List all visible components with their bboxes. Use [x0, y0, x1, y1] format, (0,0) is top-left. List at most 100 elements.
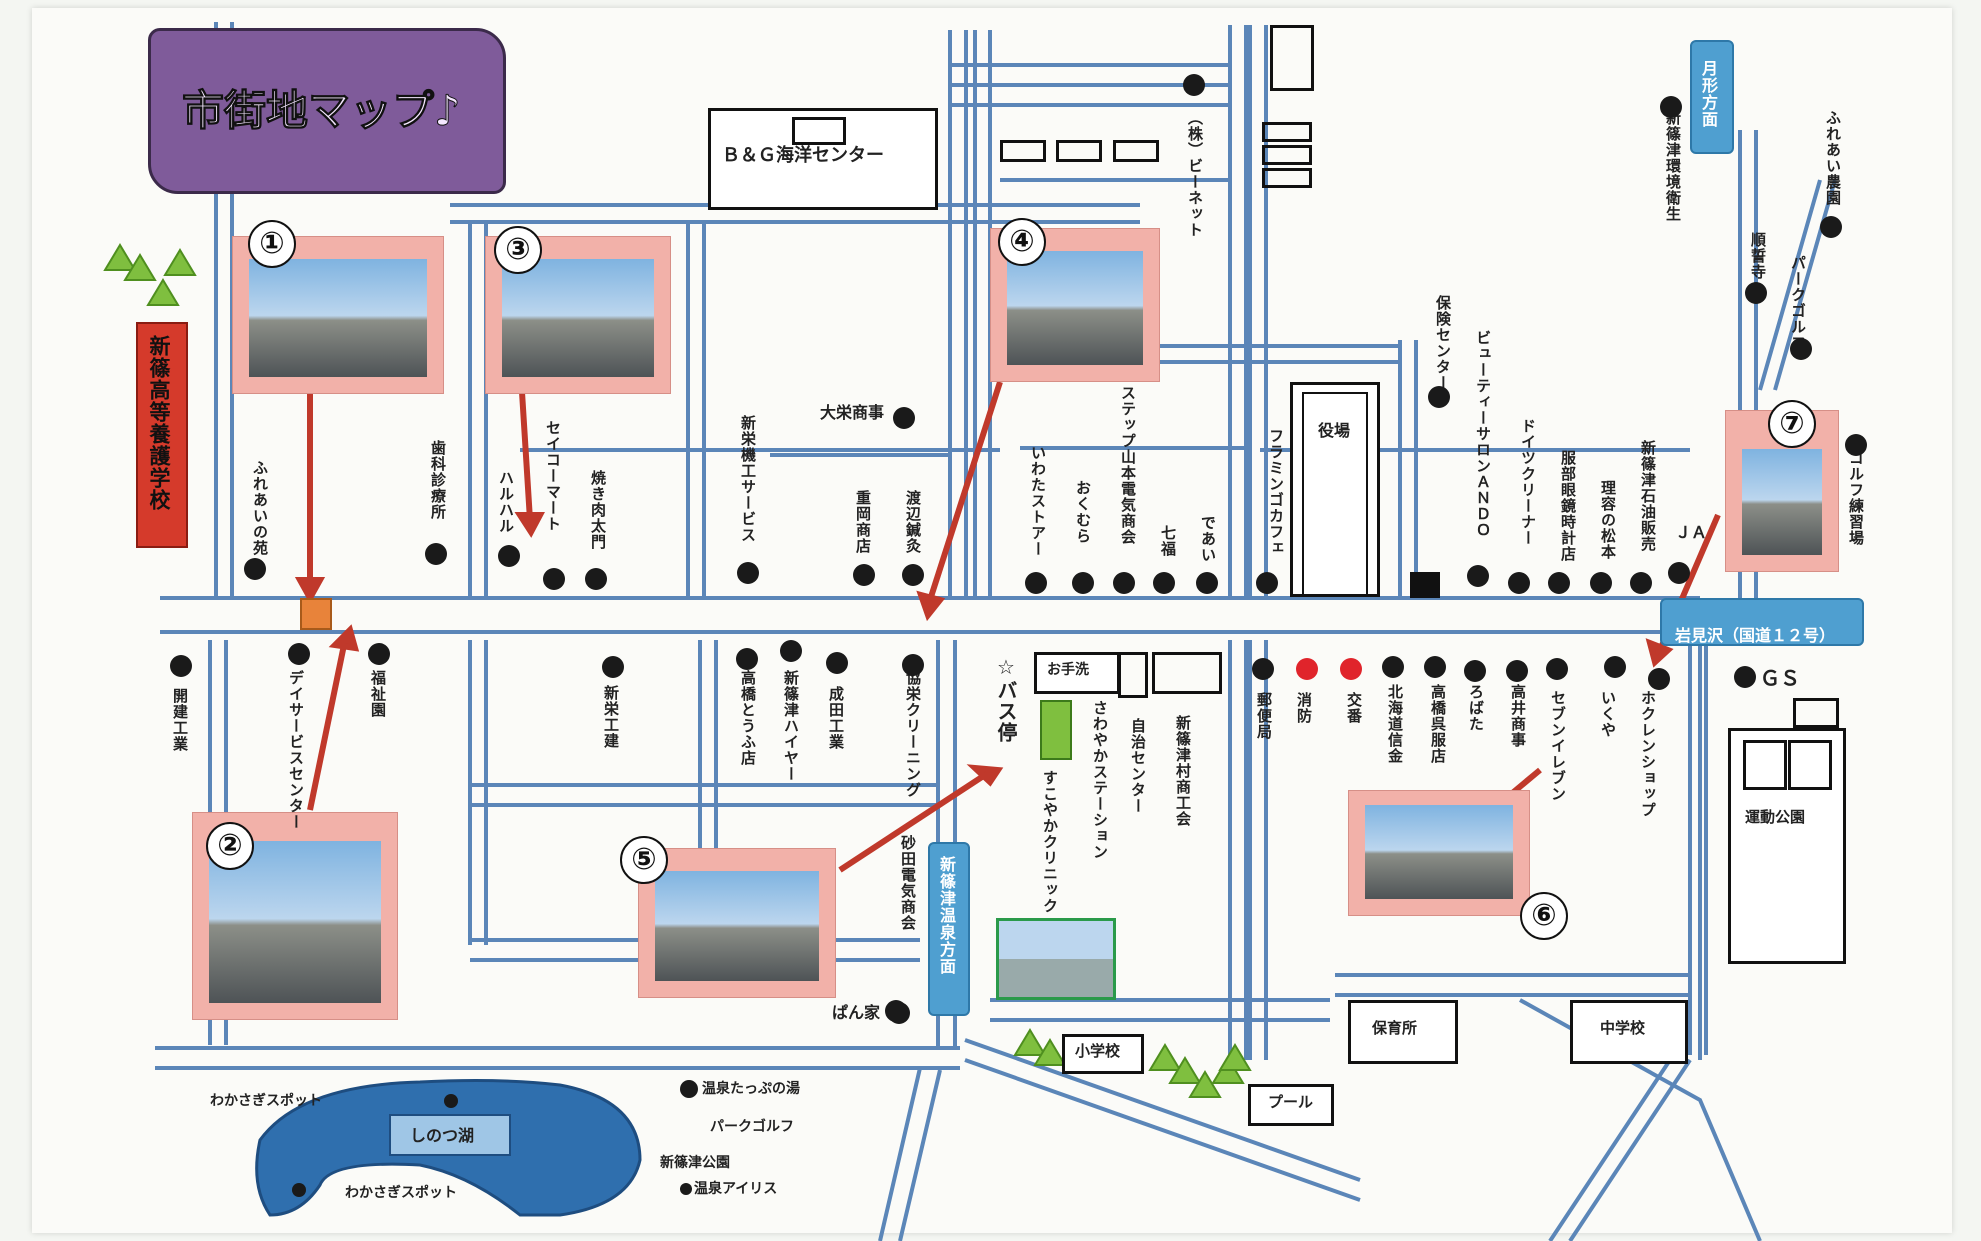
dot-bnet — [1183, 74, 1205, 96]
bus-stop-label: ☆バス停 — [994, 655, 1018, 743]
high-school-label: 新篠高等養護学校 — [147, 335, 171, 511]
pool-label: プール — [1268, 1093, 1314, 1111]
place-dot-north — [1790, 338, 1812, 360]
nursery-label: 保育所 — [1372, 1019, 1418, 1037]
place-label-south: 高橋呉服店 — [1429, 684, 1447, 764]
place-dot-south — [288, 643, 310, 665]
place-label-north: ゴルフ練習場 — [1847, 450, 1865, 546]
place-label-north: 重岡商店 — [854, 490, 872, 554]
park-label: 新篠津公園 — [660, 1155, 730, 1171]
place-dot-south — [1648, 668, 1670, 690]
park-courts2 — [1788, 740, 1832, 790]
photo-4-number: ④ — [998, 218, 1046, 266]
bg-center — [708, 108, 938, 210]
photo-7 — [1725, 410, 1839, 572]
place-dot-south — [1382, 656, 1404, 678]
place-label-north: ステップ山本電気商会 — [1119, 385, 1137, 545]
iris-label: 温泉アイリス — [694, 1181, 778, 1197]
dot-wakasagi-2 — [292, 1183, 306, 1197]
dot-gs — [1734, 666, 1756, 688]
place-dot-south — [1546, 658, 1568, 680]
place-label-north: パークゴルフ — [1789, 255, 1807, 351]
place-dot-north — [1820, 216, 1842, 238]
place-dot-south — [780, 640, 802, 662]
elementary-label: 小学校 — [1075, 1042, 1121, 1060]
place-dot-north — [244, 558, 266, 580]
place-label-south: デイサービスセンター — [287, 670, 305, 830]
place-label-south: 北海道信金 — [1386, 684, 1404, 764]
place-label-south: 砂田電気商会 — [899, 835, 917, 931]
place-dot-north — [1548, 572, 1570, 594]
place-dot-south — [602, 656, 624, 678]
place-label-south: 高橋とうふ店 — [739, 670, 757, 766]
place-dot-south — [1424, 656, 1446, 678]
place-label-south: さわやかステーション — [1091, 700, 1109, 860]
town-office-inner — [1302, 392, 1368, 596]
place-label-north: 理容の松本 — [1599, 480, 1617, 560]
place-dot-north — [1196, 572, 1218, 594]
place-dot-north — [585, 568, 607, 590]
onsen-label: 新篠津温泉方面 — [937, 856, 956, 975]
place-label-north: 新篠津石油販売 — [1639, 440, 1657, 552]
place-label-north: 焼き肉太門 — [589, 470, 607, 550]
place-label-south: セブンイレブン — [1549, 690, 1567, 802]
place-label-south: ろばた — [1467, 684, 1485, 732]
place-label-north: ビューティーサロンＡＮＤＯ — [1474, 330, 1492, 538]
dot-iris — [680, 1183, 692, 1195]
place-dot-north — [425, 543, 447, 565]
photo-6 — [1348, 790, 1530, 916]
tsukigata-sign — [1690, 40, 1734, 154]
photo-school — [996, 918, 1116, 1000]
place-label-south: ホクレンショップ — [1639, 690, 1657, 818]
label-bnet: （株）ビーネット — [1186, 110, 1204, 238]
place-dot-south — [826, 652, 848, 674]
place-label-north: 新栄機工サービス — [739, 415, 757, 543]
gs-box — [1793, 698, 1839, 728]
place-dot-north — [1153, 572, 1175, 594]
place-label-south: 郵便局 — [1255, 692, 1273, 740]
place-dot-north — [893, 407, 915, 429]
place-label-north: ふれあいの苑 — [251, 460, 269, 556]
place-dot-south — [736, 648, 758, 670]
tsukigata-label: 月形方面 — [1699, 60, 1718, 128]
wakasagi-spot-1: わかさぎスポット — [210, 1093, 322, 1109]
place-label-south: 福祉園 — [369, 670, 387, 718]
high-school-sign — [136, 322, 188, 548]
place-label-north: 服部眼鏡時計店 — [1559, 450, 1577, 562]
place-label-south: すこやかクリニック — [1041, 770, 1059, 914]
photo-1-number: ① — [248, 220, 296, 268]
onsen-tappu-label: 温泉たっぷの湯 — [702, 1081, 800, 1097]
place-dot-north — [1845, 434, 1867, 456]
park-golf-south: パークゴルフ — [710, 1119, 794, 1135]
place-dot-north — [902, 564, 924, 586]
junior-high-label: 中学校 — [1600, 1019, 1646, 1037]
black-square — [1410, 572, 1440, 598]
place-label-south: 自治センター — [1129, 718, 1147, 814]
place-label-north: おくむら — [1074, 480, 1092, 544]
dot-onsen — [680, 1080, 698, 1098]
title-banner — [148, 28, 506, 194]
place-label-north: ドイツクリーナー — [1519, 418, 1537, 546]
iwamizawa-label: 岩見沢（国道１２号） — [1675, 626, 1836, 645]
place-dot-north — [1630, 572, 1652, 594]
place-label-south: 新栄工建 — [602, 685, 620, 749]
place-label-south: 開建工業 — [171, 688, 189, 752]
place-label-north: 保険センター — [1434, 295, 1452, 391]
place-label-south: 交番 — [1345, 692, 1363, 724]
photo-5-number: ⑤ — [620, 836, 668, 884]
nursery — [1348, 1000, 1458, 1064]
place-dot-south — [1340, 658, 1362, 680]
place-label-north: セイコーマート — [544, 420, 562, 532]
dot-wakasagi-1 — [444, 1094, 458, 1108]
place-dot-south — [368, 643, 390, 665]
place-label-north: ハルハル — [497, 470, 515, 534]
iwamizawa-sign — [1660, 598, 1864, 646]
place-dot-south — [170, 655, 192, 677]
bus-shelter — [1040, 700, 1072, 760]
place-label-south: 新篠津村商工会 — [1174, 715, 1192, 827]
place-label-north: 渡辺鍼灸 — [904, 490, 922, 554]
place-dot-north — [1428, 386, 1450, 408]
place-dot-north — [1590, 572, 1612, 594]
place-label-south: 高井商事 — [1509, 684, 1527, 748]
